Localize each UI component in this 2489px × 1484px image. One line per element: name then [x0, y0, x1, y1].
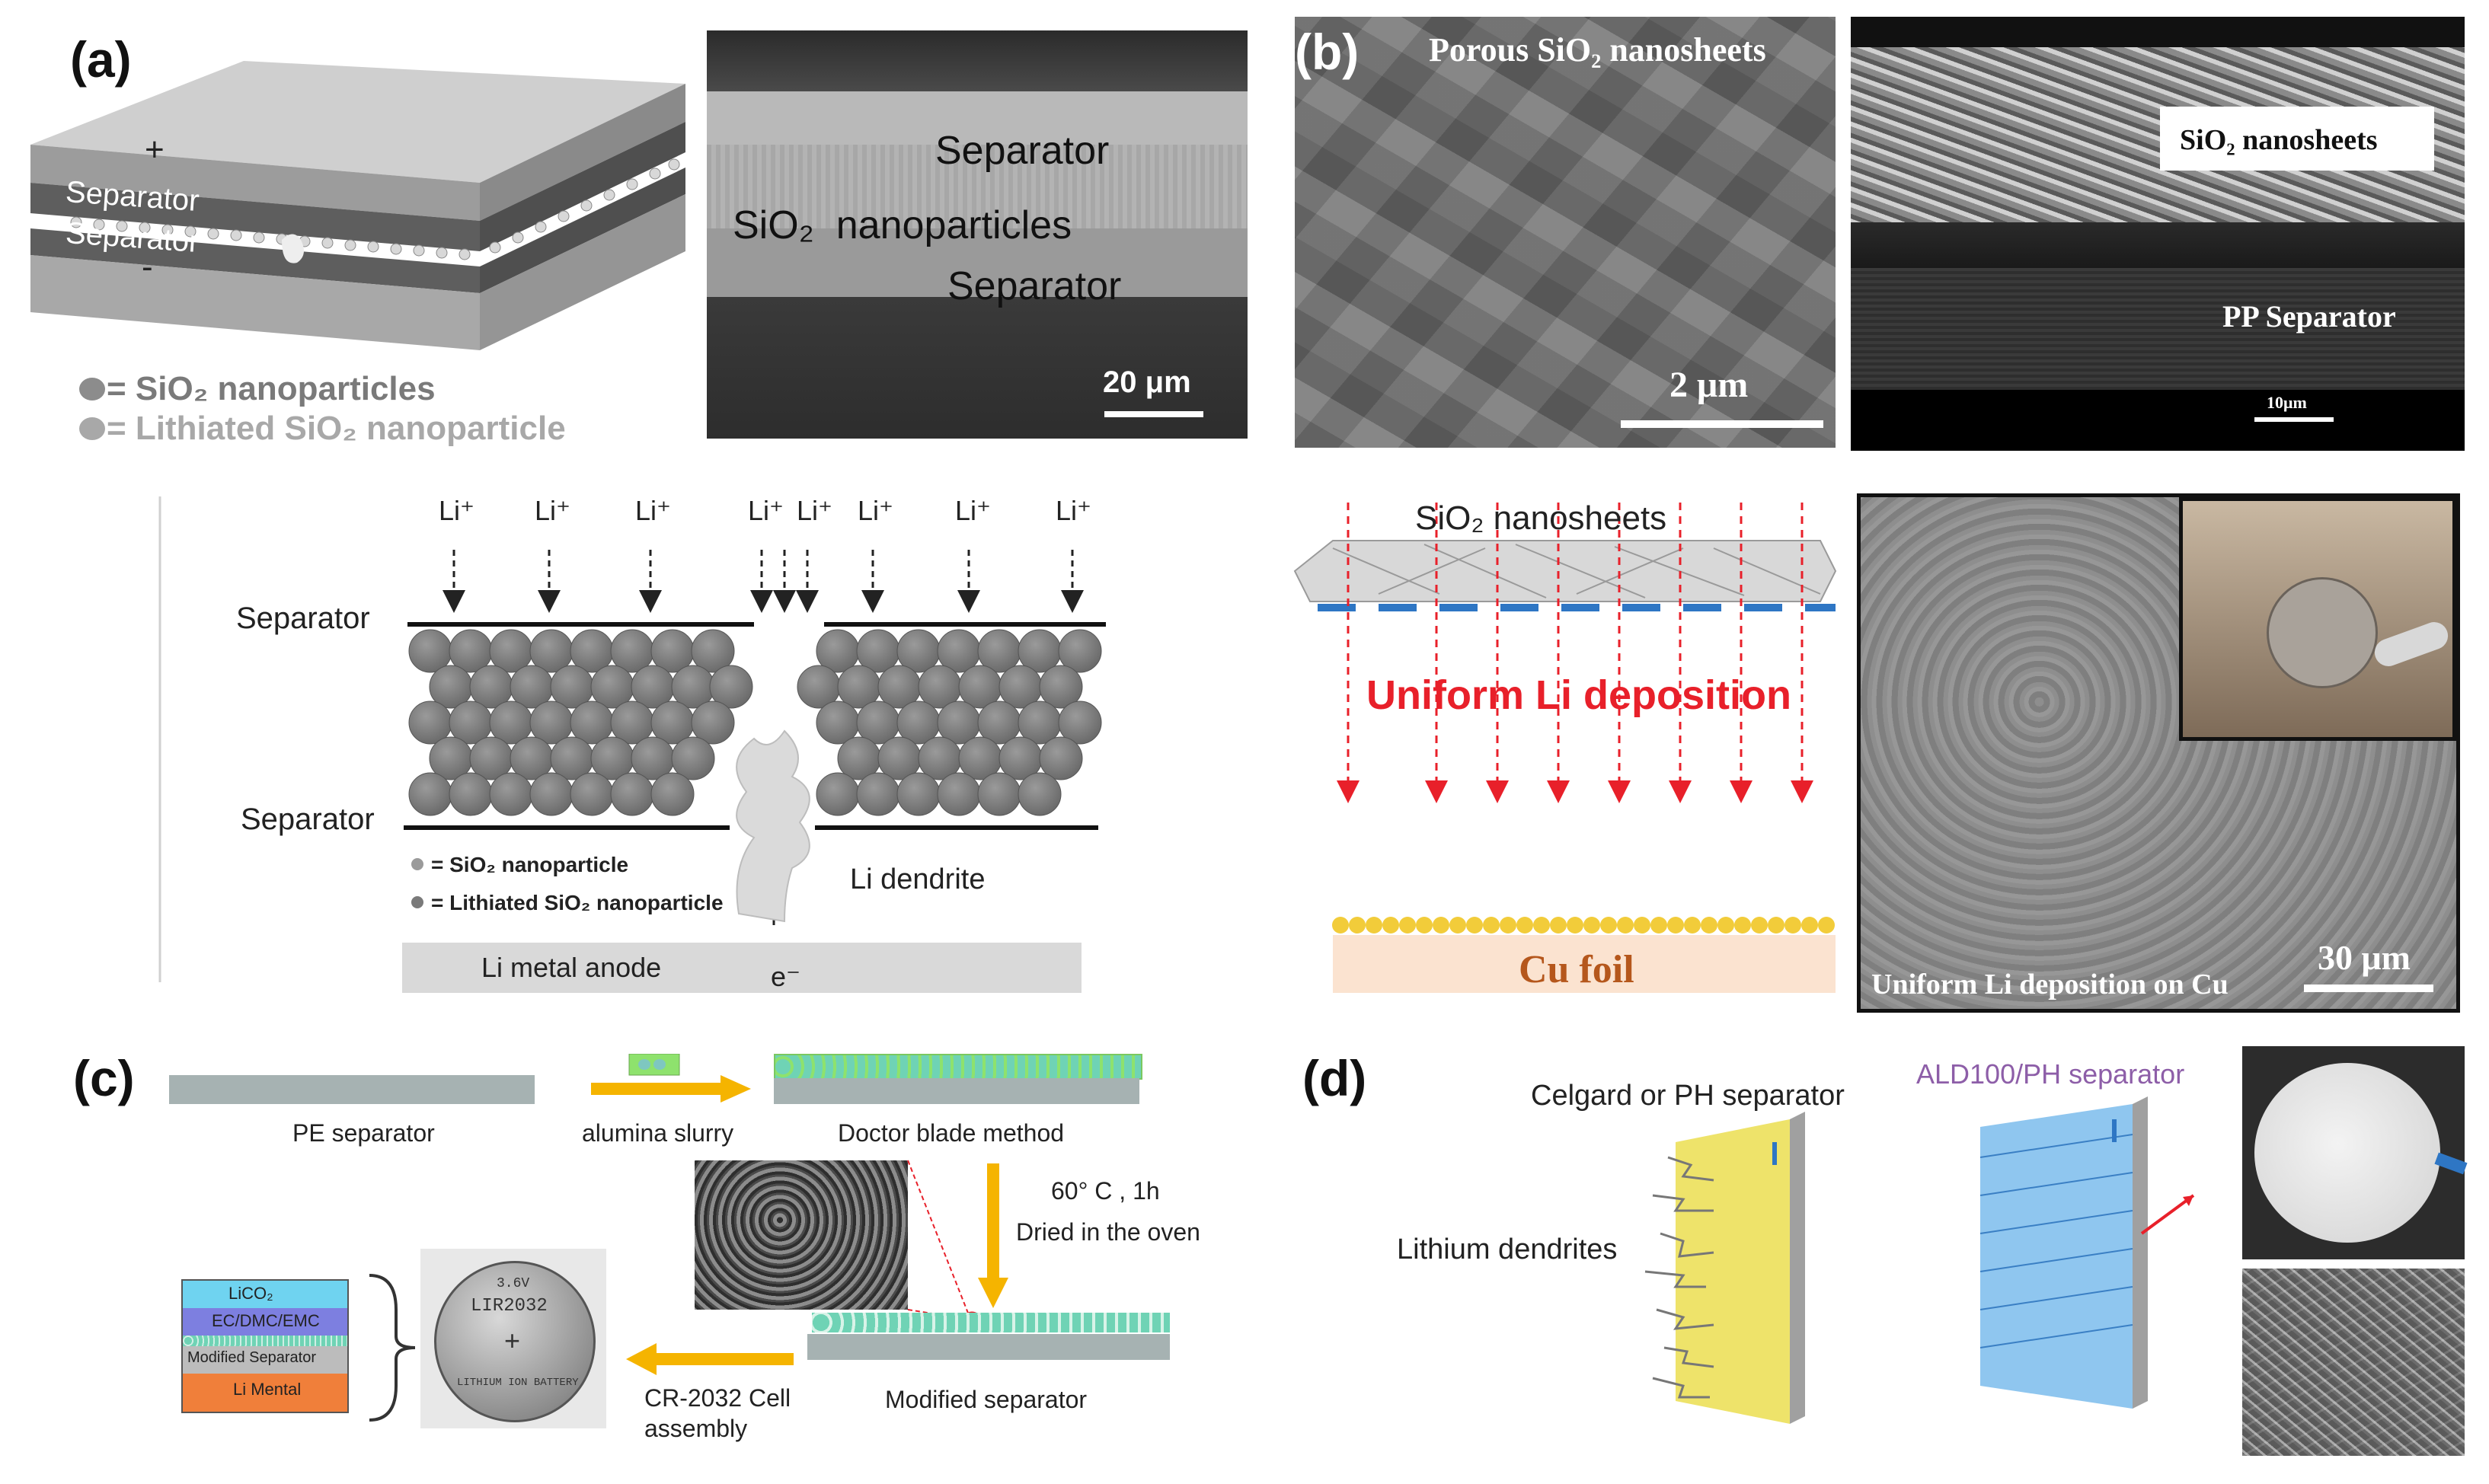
alumina-slurry-label: alumina slurry [582, 1119, 734, 1147]
pe-separator-label: PE separator [292, 1119, 435, 1147]
dendrite-label: Li dendrite [850, 863, 986, 895]
sem-b2-label-top: SiO₂ nanosheets [2180, 124, 2378, 156]
sem-b1-title: Porous SiO₂ nanosheets [1429, 31, 1766, 69]
sem-b3-scale-label: 30 μm [2318, 938, 2411, 977]
doctor-blade-label: Doctor blade method [838, 1119, 1065, 1147]
stack-label-li: Li Mental [233, 1380, 302, 1399]
schematic-separator-bottom-label: Separator [241, 803, 375, 836]
sem-image-c-alumina [695, 1160, 908, 1310]
sem-a-scale-bar [1104, 411, 1203, 417]
legend-lithiated-label: = Lithiated SiO₂ nanoparticle [107, 410, 566, 447]
cr2032-label-line2: assembly [644, 1415, 748, 1442]
stack-label-electrolyte: EC/DMC/EMC [212, 1311, 320, 1330]
stack-brace [369, 1274, 416, 1422]
coin-text-plus: + [504, 1325, 521, 1356]
sem-a-separator-top-label: Separator [935, 129, 1110, 173]
cell-minus-sign: - [142, 248, 153, 286]
li-ion-label-7: Li⁺ [955, 495, 992, 526]
li-ion-label-5: Li⁺ [797, 495, 833, 526]
sem-b2-label-box [2160, 107, 2434, 171]
li-ion-label-4: Li⁺ [748, 495, 784, 526]
panel-b-label: (b) [1295, 24, 1360, 80]
sem-a-nanoparticles-label: SiO₂ nanoparticles [733, 203, 1072, 247]
oven-arrow [978, 1163, 1008, 1308]
panel-d-label: (d) [1302, 1050, 1367, 1106]
coin-cell-photo: 3.6V LIR2032 + LITHIUM ION BATTERY [420, 1249, 606, 1428]
stack-label-separator: Modified Separator [187, 1349, 316, 1366]
modified-separator-coating [812, 1313, 1170, 1332]
electron-label: e⁻ [771, 961, 801, 992]
li-ion-label-1: Li⁺ [439, 495, 475, 526]
sem-a-scale-label: 20 μm [1103, 365, 1191, 399]
sem-b2-scale-bar [2254, 417, 2334, 422]
lithium-dendrites-label: Lithium dendrites [1397, 1233, 1618, 1265]
legend-sio2-dot [79, 378, 105, 401]
coin-text-model: LIR2032 [471, 1296, 548, 1316]
stack-layer-licoo2 [183, 1281, 347, 1308]
sem-a-separator-bottom-label: Separator [947, 264, 1122, 308]
dried-temp-label: 60° C , 1h [1051, 1177, 1160, 1205]
sem-image-d-fibers [2242, 1269, 2465, 1456]
li-ion-label-2: Li⁺ [535, 495, 571, 526]
schematic-legend-sio2: = SiO₂ nanoparticle [431, 853, 629, 876]
schematic-b-title: SiO₂ nanosheets [1415, 499, 1667, 537]
zoom-lines [907, 1160, 982, 1332]
sem-b2-scale-label: 10μm [2267, 393, 2307, 412]
stack-layer-coating [183, 1336, 347, 1346]
assembly-arrow [626, 1343, 794, 1375]
celgard-separator-illustration [1644, 1112, 1805, 1424]
pe-separator-bar [169, 1075, 535, 1104]
li-ion-label-3: Li⁺ [635, 495, 672, 526]
anode-label: Li metal anode [481, 952, 662, 983]
dried-oven-label: Dried in the oven [1016, 1218, 1200, 1246]
coin-text-voltage: 3.6V [497, 1276, 530, 1291]
coin-text-bottom: LITHIUM ION BATTERY [457, 1377, 579, 1389]
stack-layer-electrolyte [183, 1308, 347, 1336]
sem-image-a-cross-section: Separator SiO₂ nanoparticles Separator 2… [707, 30, 1248, 439]
doctor-blade-coated-layer [774, 1054, 1142, 1080]
li-ion-label-8: Li⁺ [1056, 495, 1092, 526]
schematic-separator-top-label: Separator [236, 602, 370, 635]
inset-photo-coated-separator [2179, 497, 2456, 741]
modified-separator-label: Modified separator [885, 1386, 1088, 1413]
panel-a-label: (a) [70, 31, 132, 88]
modified-separator-bar [807, 1334, 1170, 1360]
cu-foil-label: Cu foil [1519, 948, 1634, 991]
sem-b2-label-bottom: PP Separator [2222, 299, 2396, 334]
nanosheet-deposition-schematic [1293, 503, 1837, 993]
li-dendrite-schematic [158, 496, 1106, 993]
celgard-label: Celgard or PH separator [1531, 1080, 1845, 1112]
sem-b3-scale-bar [2304, 985, 2433, 992]
sem-b1-scale-bar [1621, 420, 1823, 428]
schematic-legend-lithiated: = Lithiated SiO₂ nanoparticle [431, 891, 724, 914]
sem-b1-scale-label: 2 μm [1669, 365, 1749, 405]
stack-layer-separator [183, 1346, 347, 1374]
panel-c-label: (c) [73, 1050, 135, 1106]
sem-image-b-cross-section: SiO₂ nanosheets PP Separator 10μm [1851, 17, 2465, 451]
ald-label: ALD100/PH separator [1916, 1058, 2185, 1090]
cell-plus-sign: + [145, 131, 165, 168]
stack-label-licoo2: LiCO₂ [228, 1284, 273, 1303]
stack-layer-li [183, 1374, 347, 1412]
sem-b3-caption: Uniform Li deposition on Cu [1871, 969, 2229, 1001]
ald-separator-illustration [1979, 1096, 2195, 1409]
ald-separator-photo [2242, 1046, 2468, 1259]
slurry-arrow [591, 1054, 751, 1103]
doctor-blade-separator-bar [774, 1078, 1139, 1104]
cell-3d-illustration [30, 61, 685, 350]
sem-image-b-uniform-li: Uniform Li deposition on Cu 30 μm [1857, 493, 2460, 1013]
uniform-deposition-label: Uniform Li deposition [1366, 672, 1791, 718]
cr2032-label-line1: CR-2032 Cell [644, 1384, 791, 1412]
cell-stack [181, 1279, 349, 1413]
legend-lithiated-dot [79, 417, 105, 440]
sem-image-b-nanosheets: Porous SiO₂ nanosheets 2 μm [1295, 17, 1836, 448]
li-ion-label-6: Li⁺ [858, 495, 894, 526]
legend-sio2-label: = SiO₂ nanoparticles [107, 370, 436, 407]
